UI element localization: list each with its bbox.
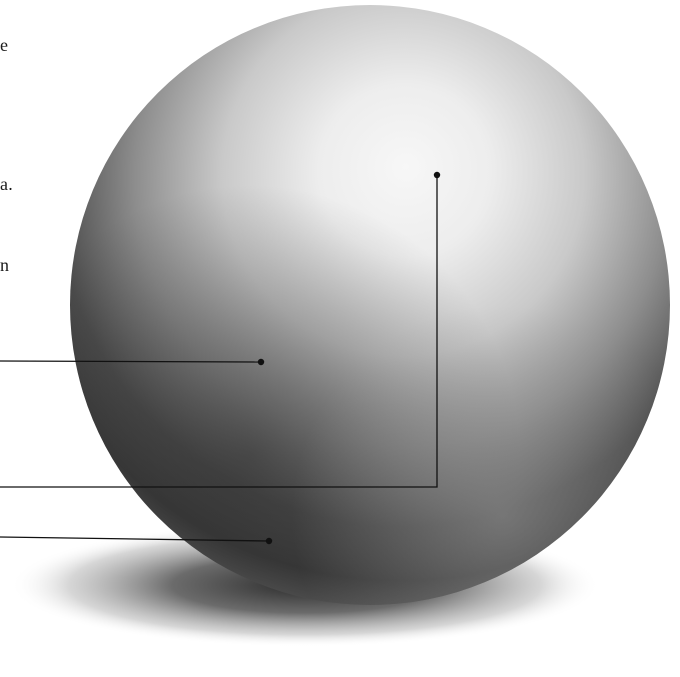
label-fragment-2: a. <box>0 175 13 193</box>
leader-dot-shadow <box>266 538 272 544</box>
leader-dot-highlight <box>434 172 440 178</box>
label-fragment-3: n <box>0 256 9 274</box>
sphere-reflected-light <box>70 5 670 605</box>
leader-dot-halftone <box>258 359 264 365</box>
label-fragment-1: e <box>0 36 8 54</box>
